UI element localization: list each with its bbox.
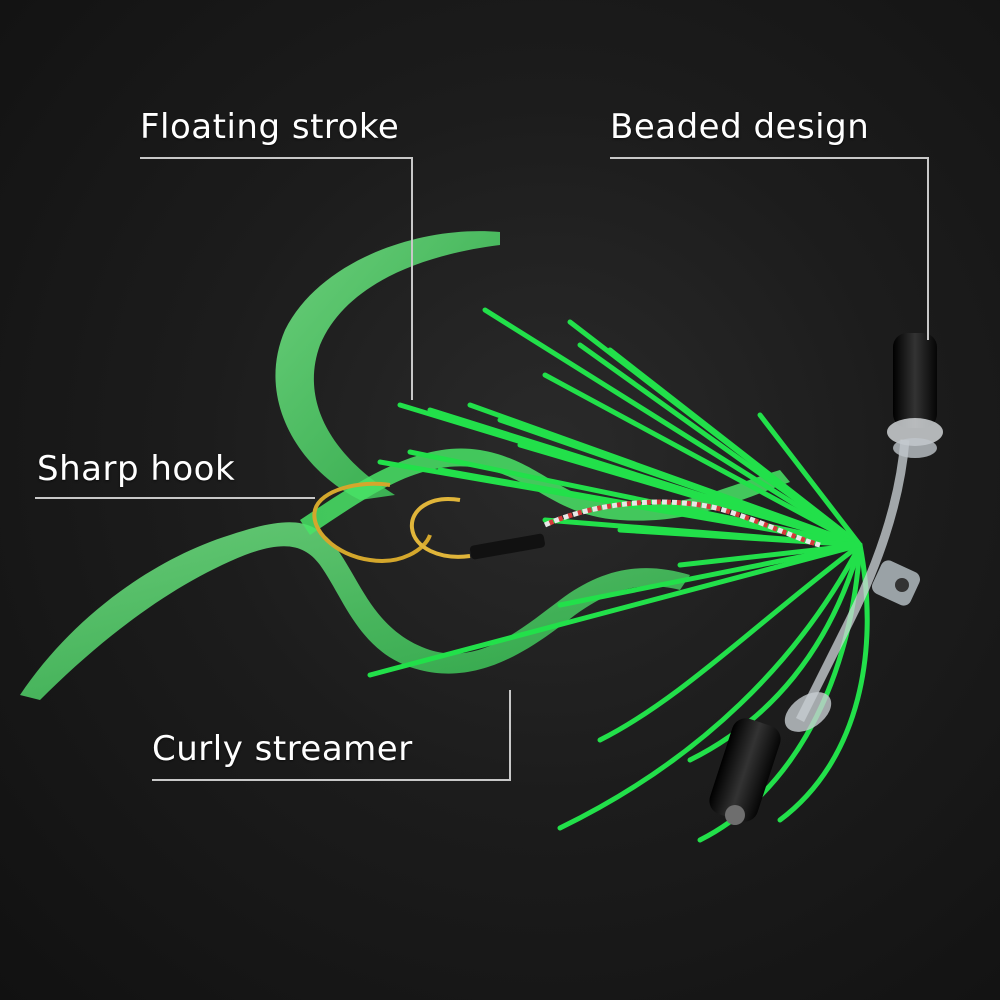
- assist-cord-red: [543, 499, 821, 548]
- label-beaded-design: Beaded design: [610, 107, 870, 147]
- label-sharp-hook: Sharp hook: [37, 449, 236, 489]
- callout-line-curly-streamer: [152, 690, 511, 781]
- hook-lower: [409, 497, 471, 559]
- callout-line-beaded-design: [610, 157, 929, 340]
- shrink-tube: [469, 533, 545, 560]
- hook-upper: [312, 481, 432, 563]
- label-curly-streamer: Curly streamer: [152, 729, 413, 769]
- bottom-bead: [709, 692, 832, 825]
- callout-line-floating-stroke: [140, 157, 413, 400]
- upper-curly-tail: [275, 231, 500, 500]
- silicone-skirt: [367, 307, 870, 843]
- lower-curly-streamer: [20, 522, 690, 700]
- top-bead: [887, 333, 943, 458]
- swivel: [871, 560, 921, 606]
- label-floating-stroke: Floating stroke: [140, 107, 400, 147]
